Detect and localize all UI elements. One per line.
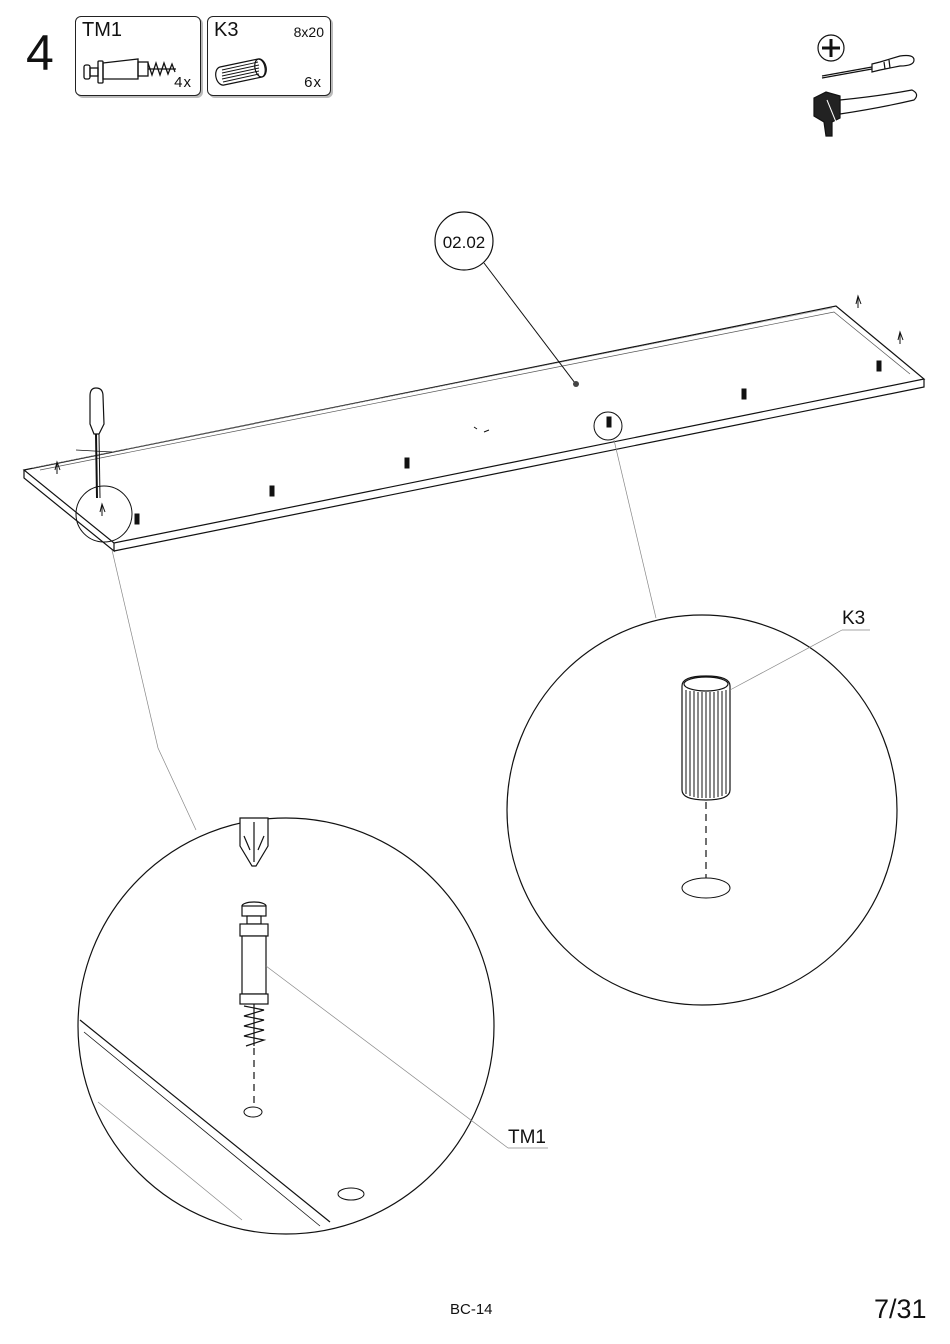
panel-hole bbox=[338, 1188, 364, 1200]
dowel-label: K3 bbox=[842, 608, 865, 629]
phillips-screwdriver-icon bbox=[818, 35, 914, 78]
hammer-icon bbox=[814, 90, 917, 136]
detail-circle-cam-bolt: TM1 bbox=[78, 818, 548, 1234]
cam-hole bbox=[244, 1107, 262, 1117]
dowel-detail-icon bbox=[682, 676, 730, 800]
dowel-hole bbox=[682, 878, 730, 898]
panel-label-callout: 02.02 bbox=[435, 212, 579, 387]
cam-bolt-label: TM1 bbox=[508, 1127, 546, 1148]
panel-label: 02.02 bbox=[443, 233, 486, 252]
page-number: 7/31 bbox=[874, 1294, 927, 1325]
model-code: BC-14 bbox=[450, 1301, 493, 1318]
detail-circle-dowel: K3 bbox=[507, 608, 897, 1005]
board-panel bbox=[24, 306, 924, 551]
